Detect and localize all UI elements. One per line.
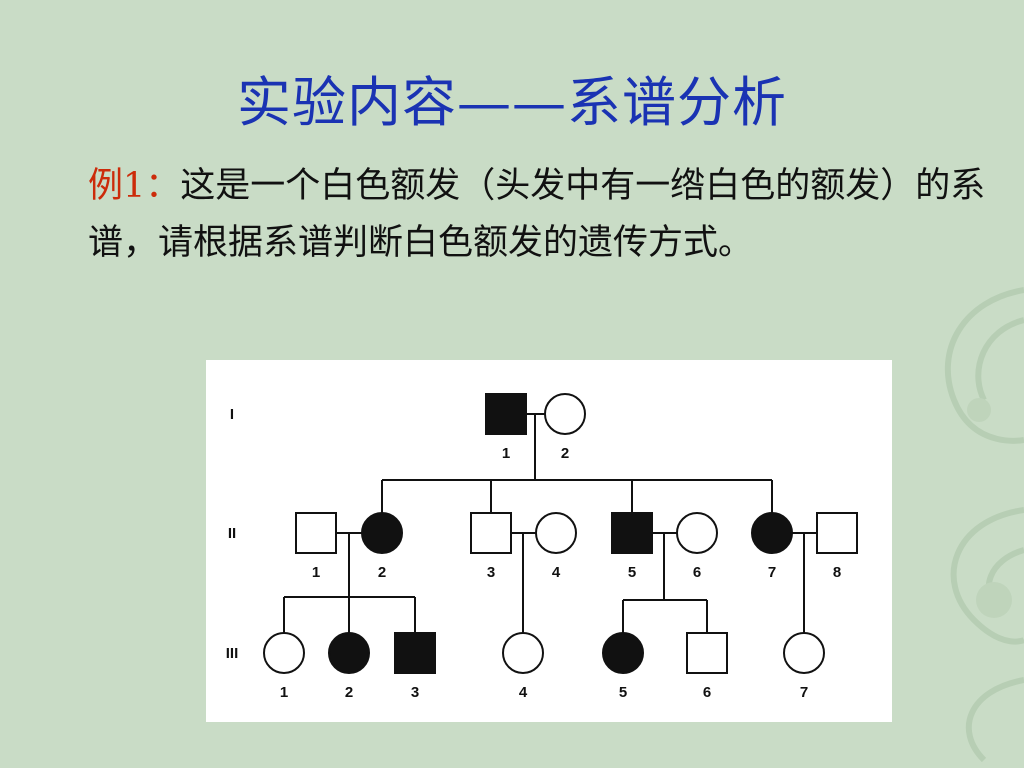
slide-title: 实验内容——系谱分析: [237, 71, 787, 134]
example-label: 例1：: [88, 166, 181, 206]
individual-number: 1: [280, 684, 288, 701]
example-paragraph: 例1：这是一个白色额发（头发中有一绺白色的额发）的系谱，请根据系谱判断白色额发的…: [88, 158, 988, 272]
unaffected-female-symbol: [676, 512, 718, 554]
individual-number: 2: [561, 445, 569, 462]
unaffected-male-symbol: [295, 512, 337, 554]
individual-number: 2: [345, 684, 353, 701]
unaffected-male-symbol: [686, 632, 728, 674]
affected-female-symbol: [751, 512, 793, 554]
individual-number: 8: [833, 564, 841, 581]
unaffected-female-symbol: [263, 632, 305, 674]
affected-female-symbol: [328, 632, 370, 674]
affected-male-symbol: [611, 512, 653, 554]
unaffected-female-symbol: [535, 512, 577, 554]
unaffected-female-symbol: [502, 632, 544, 674]
individual-number: 7: [800, 684, 808, 701]
individual-number: 7: [768, 564, 776, 581]
individual-number: 3: [487, 564, 495, 581]
affected-male-symbol: [485, 393, 527, 435]
affected-male-symbol: [394, 632, 436, 674]
unaffected-female-symbol: [783, 632, 825, 674]
individual-number: 1: [312, 564, 320, 581]
individual-number: 2: [378, 564, 386, 581]
background-ornament: [944, 287, 1024, 763]
example-text: 这是一个白色额发（头发中有一绺白色的额发）的系谱，请根据系谱判断白色额发的遗传方…: [88, 166, 986, 263]
individual-number: 6: [703, 684, 711, 701]
individual-number: 6: [693, 564, 701, 581]
generation-label: I: [230, 406, 234, 423]
individual-number: 4: [519, 684, 528, 701]
individual-number: 1: [502, 445, 510, 462]
generation-label: III: [226, 645, 239, 662]
generation-label: II: [228, 525, 236, 542]
individual-number: 5: [619, 684, 627, 701]
individual-number: 5: [628, 564, 636, 581]
individual-number: 3: [411, 684, 419, 701]
individual-number: 4: [552, 564, 561, 581]
unaffected-male-symbol: [470, 512, 512, 554]
unaffected-male-symbol: [816, 512, 858, 554]
affected-female-symbol: [602, 632, 644, 674]
unaffected-female-symbol: [544, 393, 586, 435]
affected-female-symbol: [361, 512, 403, 554]
